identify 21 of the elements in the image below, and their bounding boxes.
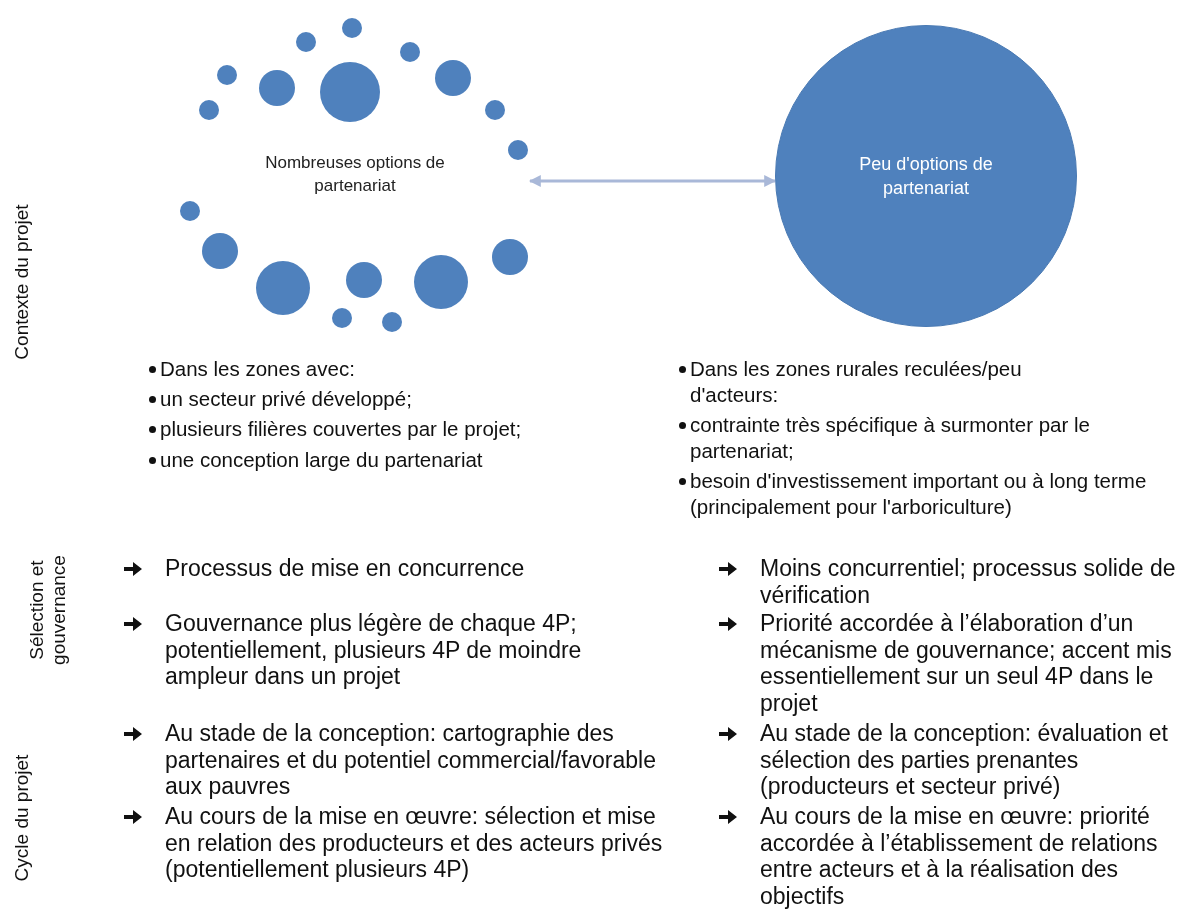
row-heading: Sélection et gouvernance [26,554,70,667]
bullet-text: une conception large du partenariat [160,448,483,471]
bullet-text: besoin d'investissement important ou à long terme (principalement pour l'arboriculture) [690,469,1147,518]
node-label: Nombreuses options de partenariat [264,152,446,197]
bullet-text: Au stade de la conception: cartographie des partenaires et du potentiel commercial/favorable aux pauvres [165,720,657,800]
bullet-text: Processus de mise en concurrence [165,555,526,582]
bullet-text: Dans les zones rurales reculées/peu d'acteurs: [690,357,1022,406]
bullet-text: Au cours de la mise en œuvre: priorité accordée à l’établissement de relations entre acteurs et à la réalisation des objectifs [760,803,1159,909]
bullet-text: Moins concurrentiel; processus solide de vérification [760,555,1177,608]
bullet-text: Gouvernance plus légère de chaque 4P; potentiellement, plusieurs 4P de moindre ampleur dans un projet [165,610,583,690]
row-heading: Cycle du projet [11,753,33,884]
node-label: Peu d'options de partenariat [858,152,994,200]
bullet-text: plusieurs filières couvertes par le projet; [160,417,522,440]
bullet-text: Dans les zones avec: [160,357,355,380]
bullet-text: Priorité accordée à l’élaboration d’un mécanisme de gouvernance; accent mis essentiellement sur un seul 4P dans le projet [760,610,1173,716]
double-arrow [528,175,777,187]
bullet-text: Au cours de la mise en œuvre: sélection et mise en relation des producteurs et des acteurs privés (potentiellement plusieurs 4P) [165,803,664,883]
bullet-text: un secteur privé développé; [160,387,412,410]
row-heading: Contexte du projet [11,203,33,362]
bullet-text: contrainte très spécifique à surmonter par le partenariat; [690,413,1090,462]
bullet-text: Au stade de la conception: évaluation et sélection des parties prenantes (producteurs et secteur privé) [760,720,1169,800]
